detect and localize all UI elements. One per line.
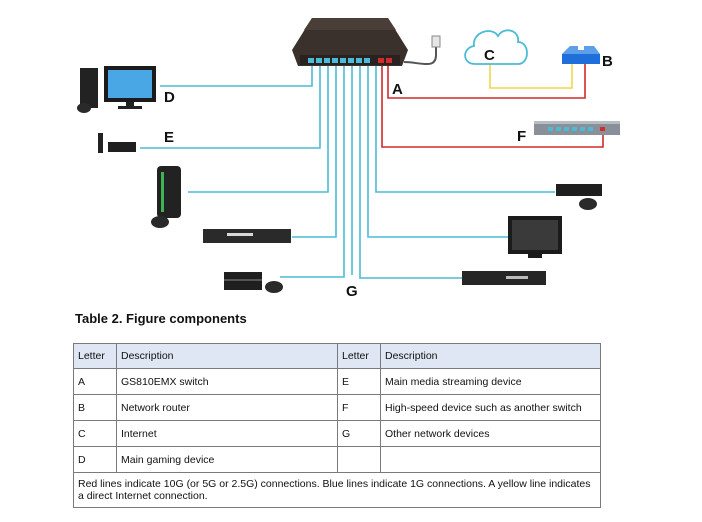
network-diagram: C B A D E xyxy=(77,18,620,300)
cell-letter: D xyxy=(73,446,117,473)
line-to-switch-f xyxy=(381,62,604,148)
cell-description: Internet xyxy=(116,420,338,447)
gs810emx-switch xyxy=(292,18,408,66)
line-to-bluray xyxy=(292,62,337,238)
table-row: A GS810EMX switch E Main media streaming… xyxy=(73,368,601,395)
high-speed-switch xyxy=(534,121,620,135)
game-console-tower xyxy=(151,166,181,228)
cell-description xyxy=(380,446,601,473)
line-internet xyxy=(489,62,573,89)
table-row: B Network router F High-speed device suc… xyxy=(73,394,601,421)
label-a: A xyxy=(392,81,403,98)
header-letter-1: Letter xyxy=(73,343,117,369)
table-header-row: Letter Description Letter Description xyxy=(73,343,601,369)
cell-letter: F xyxy=(337,394,381,421)
line-to-console xyxy=(188,62,329,193)
cell-letter xyxy=(337,446,381,473)
xbox-console xyxy=(556,184,602,210)
cell-description: Other network devices xyxy=(380,420,601,447)
cell-letter: B xyxy=(73,394,117,421)
header-description-1: Description xyxy=(116,343,338,369)
table-row: D Main gaming device xyxy=(73,446,601,473)
blue-connections xyxy=(140,62,555,279)
header-description-2: Description xyxy=(380,343,601,369)
label-c: C xyxy=(484,47,495,64)
cell-description: Main media streaming device xyxy=(380,368,601,395)
cell-description: High-speed device such as another switch xyxy=(380,394,601,421)
table-note-row: Red lines indicate 10G (or 5G or 2.5G) c… xyxy=(73,472,601,508)
line-to-router xyxy=(387,62,586,99)
bluray-player xyxy=(203,229,291,243)
power-cable xyxy=(403,46,437,66)
line-to-tv xyxy=(367,62,508,238)
cell-letter: G xyxy=(337,420,381,447)
network-device-box xyxy=(462,271,546,285)
line-to-streamer xyxy=(359,62,462,279)
label-d: D xyxy=(164,89,175,106)
table-row: C Internet G Other network devices xyxy=(73,420,601,447)
cell-description: Network router xyxy=(116,394,338,421)
cell-letter: C xyxy=(73,420,117,447)
label-b: B xyxy=(602,53,613,70)
table-title: Table 2. Figure components xyxy=(75,311,247,326)
line-to-console2 xyxy=(280,62,345,278)
power-plug xyxy=(431,35,441,48)
label-g: G xyxy=(346,283,358,300)
red-connections xyxy=(381,62,604,148)
game-console-flat xyxy=(224,272,283,293)
components-table: Letter Description Letter Description A … xyxy=(73,343,601,508)
header-letter-2: Letter xyxy=(337,343,381,369)
television xyxy=(508,216,562,258)
line-to-d xyxy=(160,62,313,87)
table-note: Red lines indicate 10G (or 5G or 2.5G) c… xyxy=(73,472,601,508)
internet-cloud xyxy=(464,29,528,65)
cell-description: Main gaming device xyxy=(116,446,338,473)
media-streamer xyxy=(98,133,136,153)
network-router xyxy=(562,46,600,64)
cell-description: GS810EMX switch xyxy=(116,368,338,395)
cell-letter: E xyxy=(337,368,381,395)
cell-letter: A xyxy=(73,368,117,395)
label-f: F xyxy=(517,128,526,145)
gaming-pc xyxy=(77,66,156,113)
line-to-xbox xyxy=(375,62,555,193)
label-e: E xyxy=(164,129,174,146)
line-to-e xyxy=(140,62,321,149)
